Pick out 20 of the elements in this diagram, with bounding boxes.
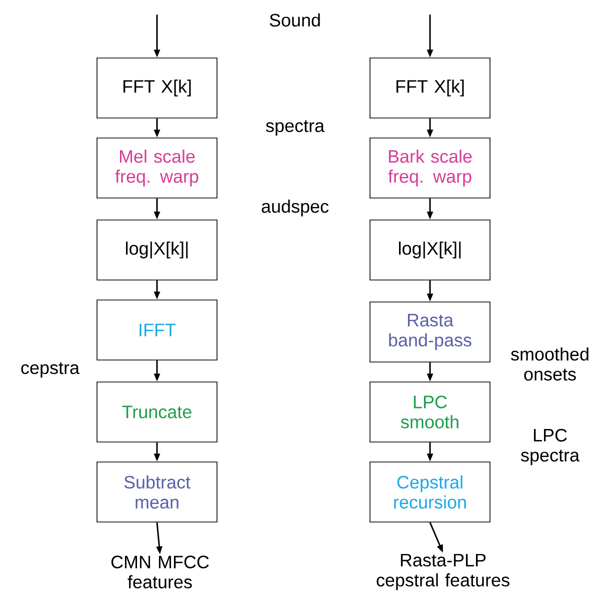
stage-label: audspec [262, 200, 329, 216]
stage-label: smoothed onsets [510, 347, 588, 381]
stage-label: cepstra [21, 362, 80, 378]
output-label: Rasta-PLP cepstral features [376, 554, 510, 590]
stage-label: spectra [266, 120, 324, 136]
process-box: Rasta band-pass [370, 302, 490, 362]
process-box: Mel scale freq. warp [96, 138, 218, 198]
stage-label: LPC spectra [521, 428, 580, 466]
process-box: log|X[k]| [96, 220, 218, 280]
process-box: FFT X[k] [370, 58, 490, 118]
process-box: log|X[k]| [370, 220, 490, 280]
stage-label: Sound [270, 13, 320, 27]
process-box: Bark scale freq. warp [370, 138, 490, 198]
process-box: Cepstral recursion [370, 462, 490, 522]
process-box: LPC smooth [370, 382, 490, 442]
process-box: FFT X[k] [96, 58, 218, 118]
process-box: Truncate [96, 382, 218, 442]
output-label: CMN MFCC features [111, 556, 209, 588]
process-box: Subtract mean [96, 462, 218, 522]
process-box: IFFT [96, 300, 218, 360]
